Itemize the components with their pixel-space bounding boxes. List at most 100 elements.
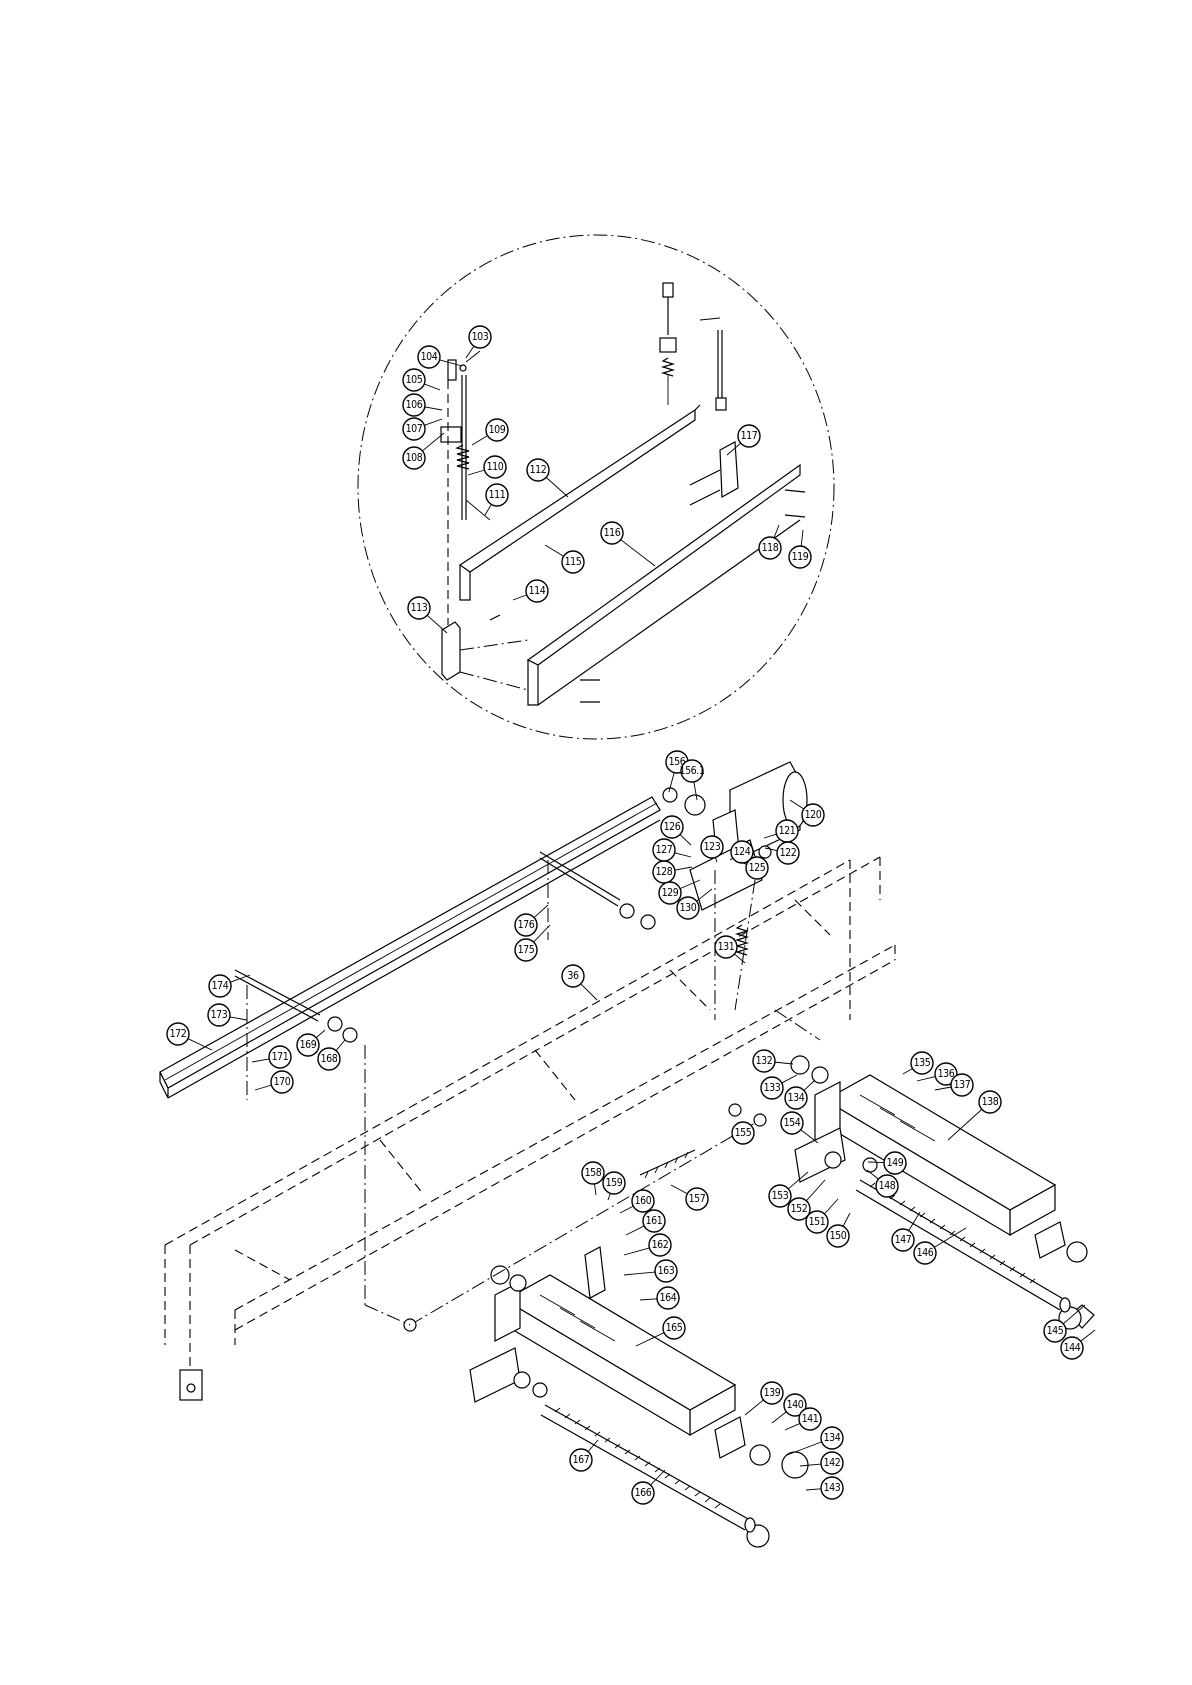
callout-leader [254,1084,272,1091]
callout-label: 135 [914,1057,931,1069]
callout-150: 150 [826,1212,851,1248]
part-112-strip [458,404,701,601]
callout-label: 143 [824,1482,841,1494]
callout-bubble [600,521,624,545]
callout-label: 161 [646,1215,663,1227]
callout-leader [679,879,701,890]
callout-label: 130 [680,902,697,914]
part-36-frame [164,856,896,1401]
callout-label: 154 [784,1117,801,1129]
callout-label: 36 [567,970,579,982]
callout-171: 171 [251,1045,292,1069]
callout-leader [773,524,780,538]
callout-bubble [883,1151,907,1175]
callout-118: 118 [758,524,782,560]
callout-label: 125 [749,862,766,874]
callout-bubble [752,1049,776,1073]
callout-leader [799,1463,822,1467]
callout-leader [335,1039,346,1051]
callout-label: 162 [652,1239,669,1251]
callout-113: 113 [407,596,448,634]
callout-bubble [826,1224,850,1248]
callout-label: 164 [660,1292,677,1304]
callout-bubble [417,345,441,369]
callout-label: 163 [658,1265,675,1277]
callout-153: 153 [768,1171,809,1208]
callout-bubble [270,1070,294,1094]
callout-bubble [296,1033,320,1057]
callout-leader [670,1184,688,1195]
callout-bubble [934,1062,958,1086]
callout-133: 133 [760,1074,798,1100]
callout-leader [512,594,527,601]
callout-161: 161 [625,1209,666,1236]
part-172-angle-bar [159,796,661,1099]
callout-bubble [776,841,800,865]
callout-108: 108 [402,432,445,470]
callout-bubble [207,1003,231,1027]
callout-label: 111 [489,489,506,501]
callout-175: 175 [514,924,551,962]
callout-leader [734,953,746,964]
callout-leader [544,544,564,557]
callout-bubble [768,1184,792,1208]
callout-leader [902,1068,913,1075]
callout-leader [674,866,693,871]
part-146-leadscrew [855,1179,1071,1313]
callout-leader [800,1129,819,1144]
callout-leader [786,1441,822,1456]
callout-label: 104 [421,351,438,363]
callout-label: 167 [573,1454,590,1466]
part-116-strip [526,463,801,706]
callout-128: 128 [652,860,693,884]
callout-152: 152 [787,1179,826,1221]
callout-151: 151 [805,1198,839,1234]
callout-leader [805,1488,822,1491]
callout-leader [800,529,804,547]
callout-label: 172 [170,1028,187,1040]
callout-110: 110 [467,455,507,479]
callout-bubble [561,964,585,988]
callout-label: 123 [704,841,721,853]
callout-bubble [978,1090,1002,1114]
callout-leader [715,857,718,863]
callout-bubble [407,596,431,620]
callout-leader [251,1058,270,1063]
callout-leader [467,469,485,476]
callout-156-1: 156.1 [679,759,705,801]
callout-166: 166 [631,1469,666,1505]
callout-leader [230,974,251,983]
callout-116: 116 [600,521,656,567]
callout-leader [315,1029,326,1039]
callout-label: 105 [406,374,423,386]
callout-leader [1063,1304,1086,1325]
callout-bubble [483,455,507,479]
callout-106: 106 [402,393,443,417]
callout-label: 131 [718,941,735,953]
callout-bubble [662,1316,686,1340]
callout-label: 124 [734,846,751,858]
callout-leader [784,1423,801,1431]
callout-bubble [787,1197,811,1221]
callout-bubble [648,1233,672,1257]
callout-168: 168 [317,1039,346,1071]
callout-label: 110 [487,461,504,473]
callout-leader [788,1171,809,1190]
callout-label: 129 [662,887,679,899]
callout-bubble [166,1022,190,1046]
callout-label: 175 [518,944,535,956]
callout-label: 157 [689,1193,706,1205]
callout-bubble [569,1448,593,1472]
callout-label: 159 [606,1177,623,1189]
callout-label: 132 [756,1055,773,1067]
callout-bubble [658,881,682,905]
callout-label: 109 [489,424,506,436]
callout-leader [533,924,551,943]
callout-bubble [631,1189,655,1213]
callout-leader [533,904,549,918]
part-138-carriage [790,1055,1095,1330]
callout-label: 174 [212,980,229,992]
part-110-rod [440,359,491,521]
callout-112: 112 [526,458,569,498]
callout-bubble [891,1228,915,1252]
